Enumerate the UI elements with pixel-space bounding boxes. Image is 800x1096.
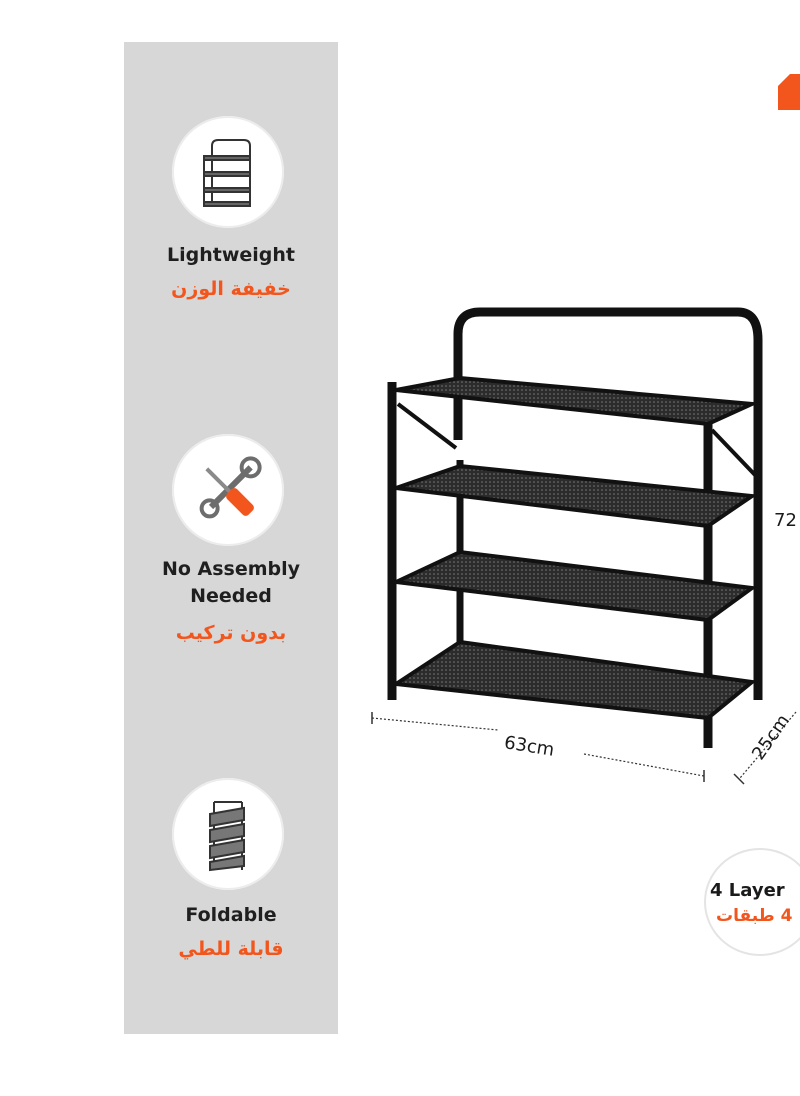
feature-label-en: Lightweight bbox=[167, 244, 295, 266]
badge-label-en: 4 Layer bbox=[710, 880, 785, 901]
feature-icon-circle bbox=[172, 778, 284, 890]
feature-label-en: No Assembly bbox=[161, 558, 301, 580]
feature-icon-circle bbox=[172, 434, 284, 546]
feature-label-en-line2: Needed bbox=[190, 585, 272, 607]
folded-rack-icon bbox=[209, 801, 245, 872]
shoe-rack-icon bbox=[203, 139, 251, 207]
layers-badge: 4 Layer 4 طبقات bbox=[706, 850, 800, 954]
feature-label-ar: قابلة للطي bbox=[178, 938, 284, 960]
wrench-screwdriver-icon bbox=[199, 456, 262, 519]
feature-label-ar: خفيفة الوزن bbox=[171, 278, 291, 300]
badge-label-ar: 4 طبقات bbox=[716, 906, 793, 926]
feature-icon-circle bbox=[172, 116, 284, 228]
height-dimension-label: 72 bbox=[774, 510, 797, 531]
feature-panel: Lightweight خفيفة الوزن No Assembly Need… bbox=[124, 42, 338, 1034]
brand-logo-icon bbox=[778, 74, 800, 110]
feature-label-en: Foldable bbox=[185, 904, 277, 926]
shoe-rack-product-image bbox=[387, 307, 763, 748]
width-dimension-line bbox=[371, 712, 705, 782]
feature-label-ar: بدون تركيب bbox=[175, 622, 287, 644]
depth-dimension-line bbox=[733, 711, 797, 785]
